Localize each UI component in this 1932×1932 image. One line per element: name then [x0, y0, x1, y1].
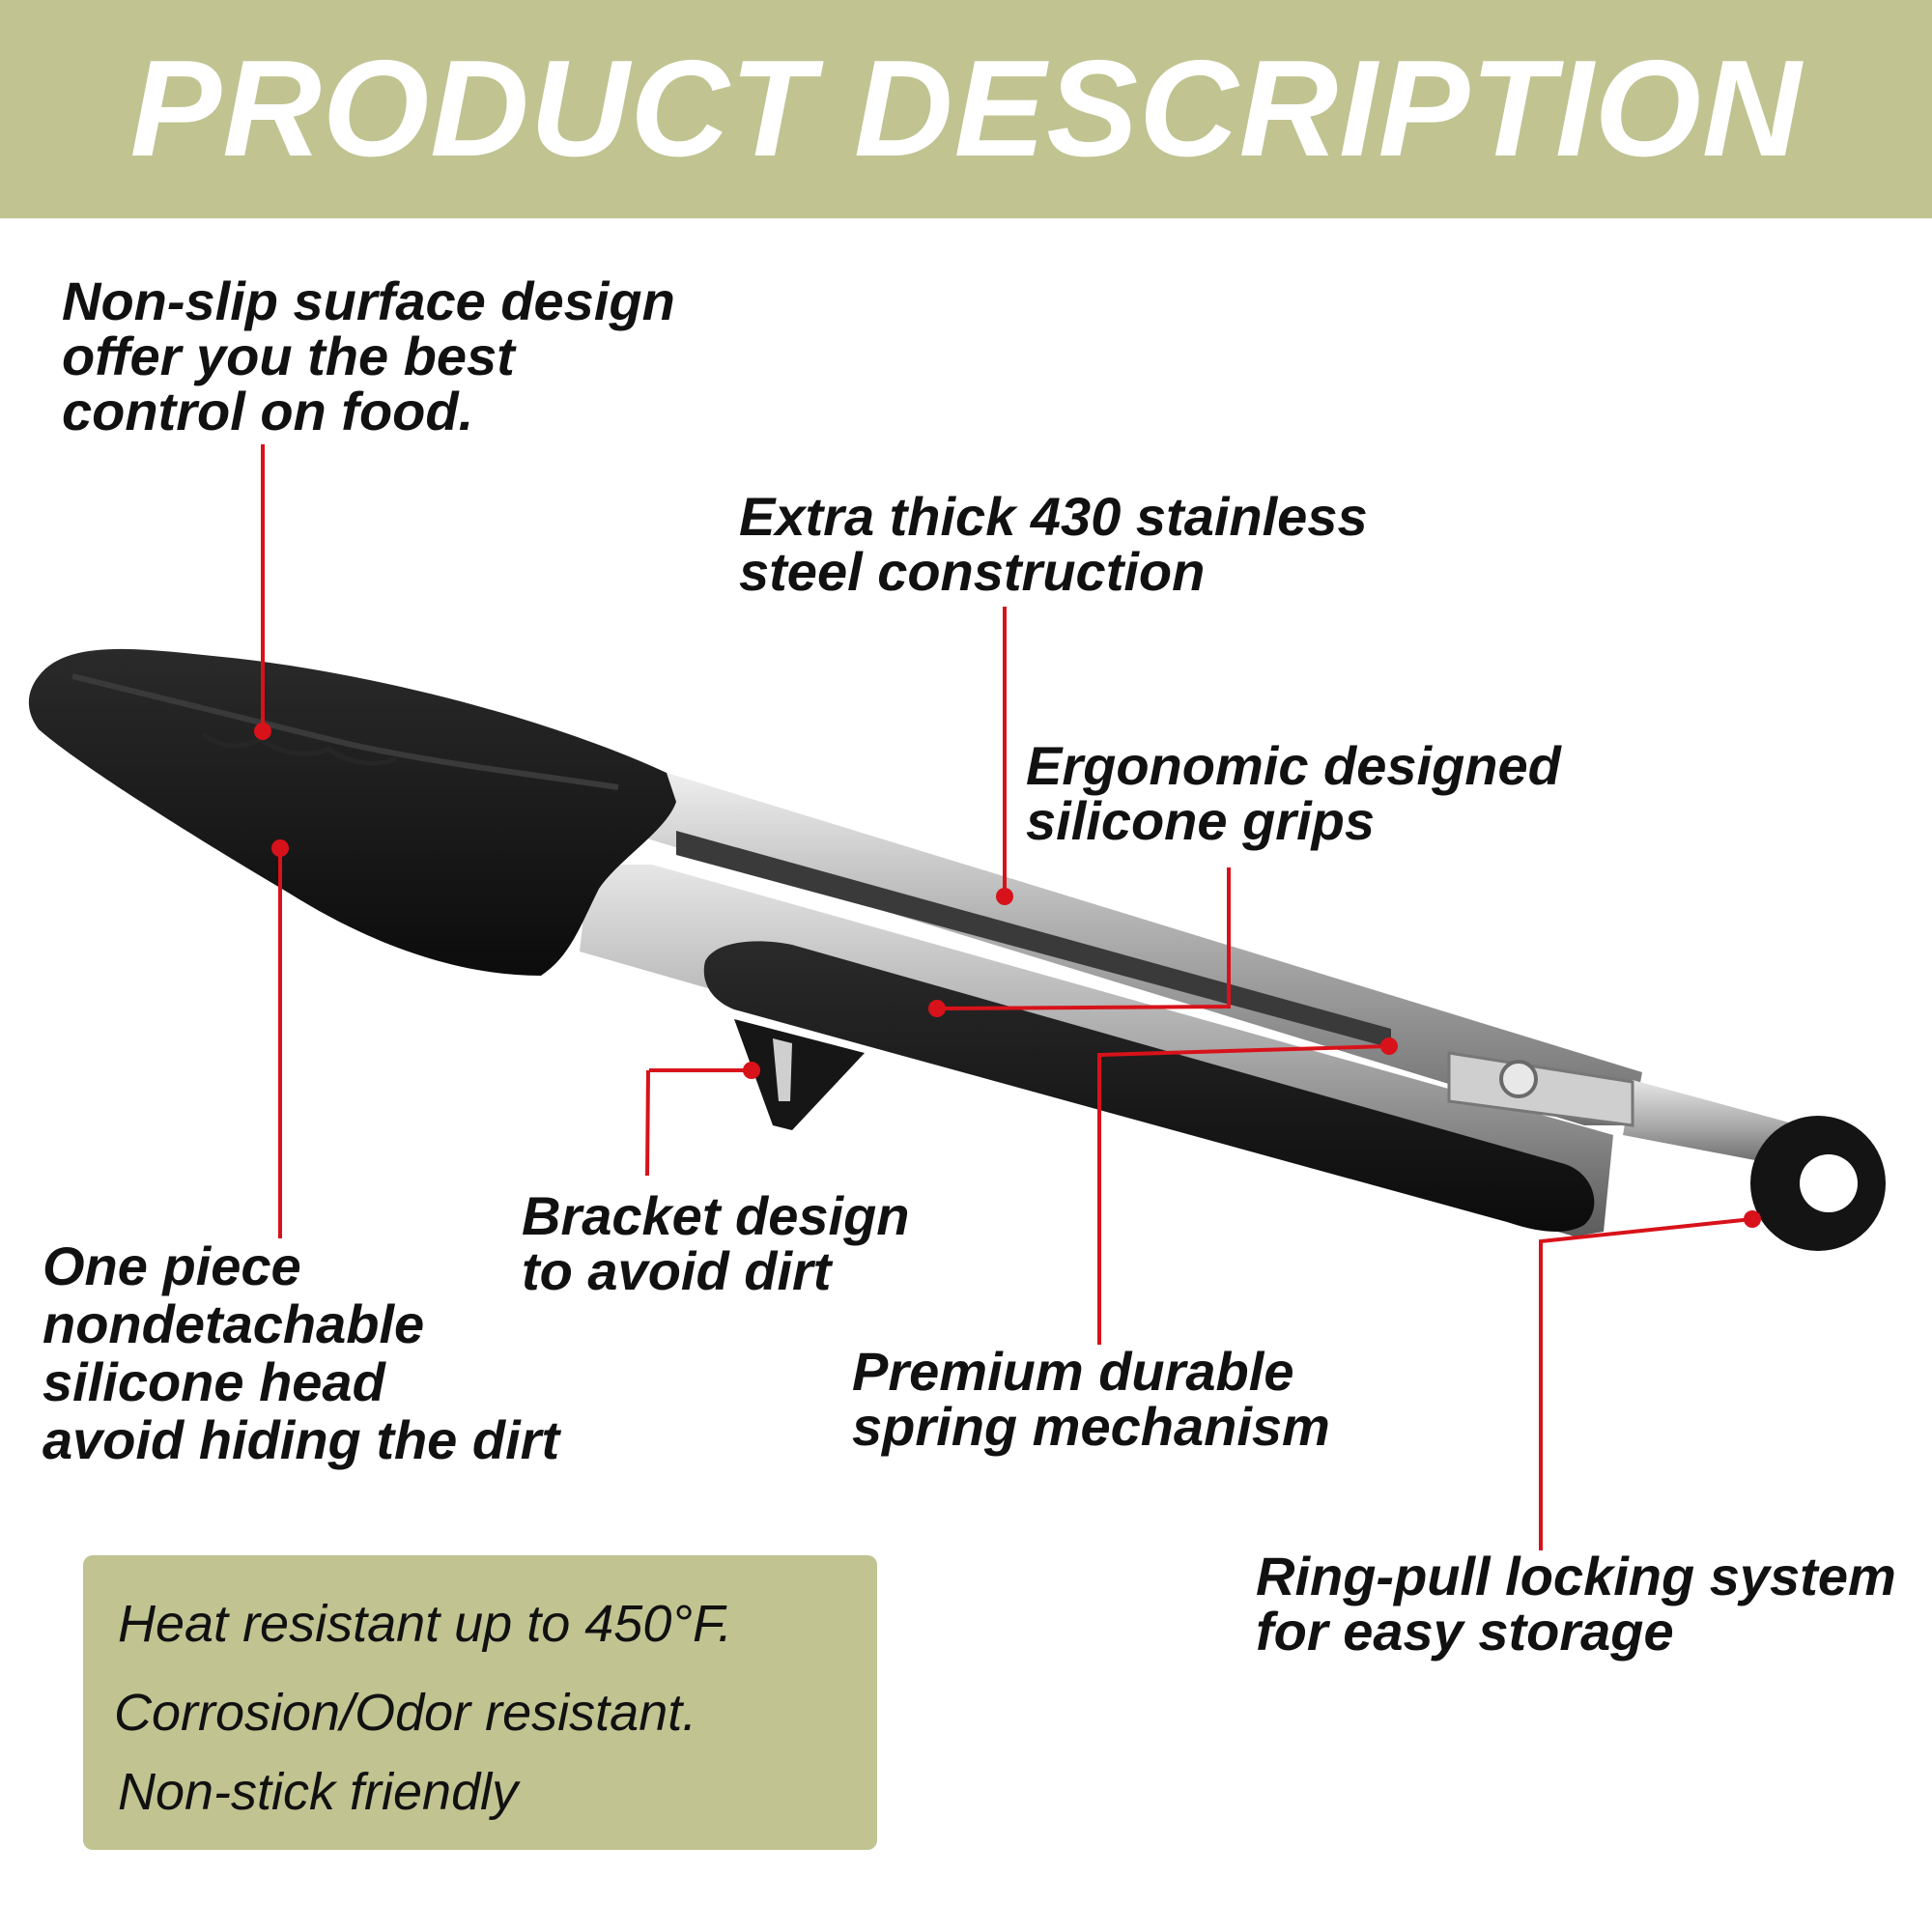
page-title: PRODUCT DESCRIPTION	[129, 32, 1803, 185]
callout-line: Ergonomic designed	[1026, 735, 1561, 796]
features-box: Heat resistant up to 450°F. Corrosion/Od…	[83, 1555, 877, 1850]
feature-heat: Heat resistant up to 450°F.	[118, 1595, 732, 1653]
callout-line: silicone grips	[1026, 790, 1375, 851]
leader-lines	[261, 444, 1753, 1550]
callout-line: Premium durable	[852, 1341, 1294, 1402]
feature-nonstick: Non-stick friendly	[118, 1763, 519, 1821]
callout-line: Ring-pull locking system	[1256, 1546, 1896, 1606]
callout-line: Bracket design	[522, 1185, 910, 1246]
callout-spring: Premium durable spring mechanism	[852, 1344, 1330, 1454]
header-banner: PRODUCT DESCRIPTION	[0, 0, 1932, 218]
callout-head: One piece nondetachable silicone head av…	[43, 1237, 559, 1469]
silicone-grip	[703, 941, 1595, 1233]
callout-line: Non-slip surface design	[62, 270, 675, 331]
callout-ring: Ring-pull locking system for easy storag…	[1256, 1548, 1896, 1659]
callout-line: spring mechanism	[852, 1396, 1330, 1457]
silicone-head	[28, 648, 677, 976]
callout-non-slip: Non-slip surface design offer you the be…	[62, 273, 675, 439]
callout-line: control on food.	[62, 381, 474, 441]
callout-line: steel construction	[739, 541, 1206, 602]
leader-dots	[254, 723, 1761, 1228]
callout-line: offer you the best	[62, 326, 515, 386]
callout-line: for easy storage	[1256, 1601, 1674, 1662]
callout-line: One piece	[43, 1236, 301, 1296]
callout-line: nondetachable	[43, 1293, 425, 1354]
callout-line: Extra thick 430 stainless	[739, 486, 1368, 547]
hinge-plate	[1447, 1051, 1634, 1127]
callout-grips: Ergonomic designed silicone grips	[1026, 738, 1561, 848]
callout-steel: Extra thick 430 stainless steel construc…	[739, 489, 1368, 599]
feature-corrosion: Corrosion/Odor resistant.	[114, 1684, 697, 1742]
rivet	[1499, 1060, 1538, 1098]
callout-bracket: Bracket design to avoid dirt	[522, 1188, 910, 1298]
callout-line: silicone head	[43, 1351, 385, 1412]
callout-line: avoid hiding the dirt	[43, 1409, 560, 1470]
bracket-foot	[734, 1019, 865, 1130]
callout-line: to avoid dirt	[522, 1240, 832, 1301]
